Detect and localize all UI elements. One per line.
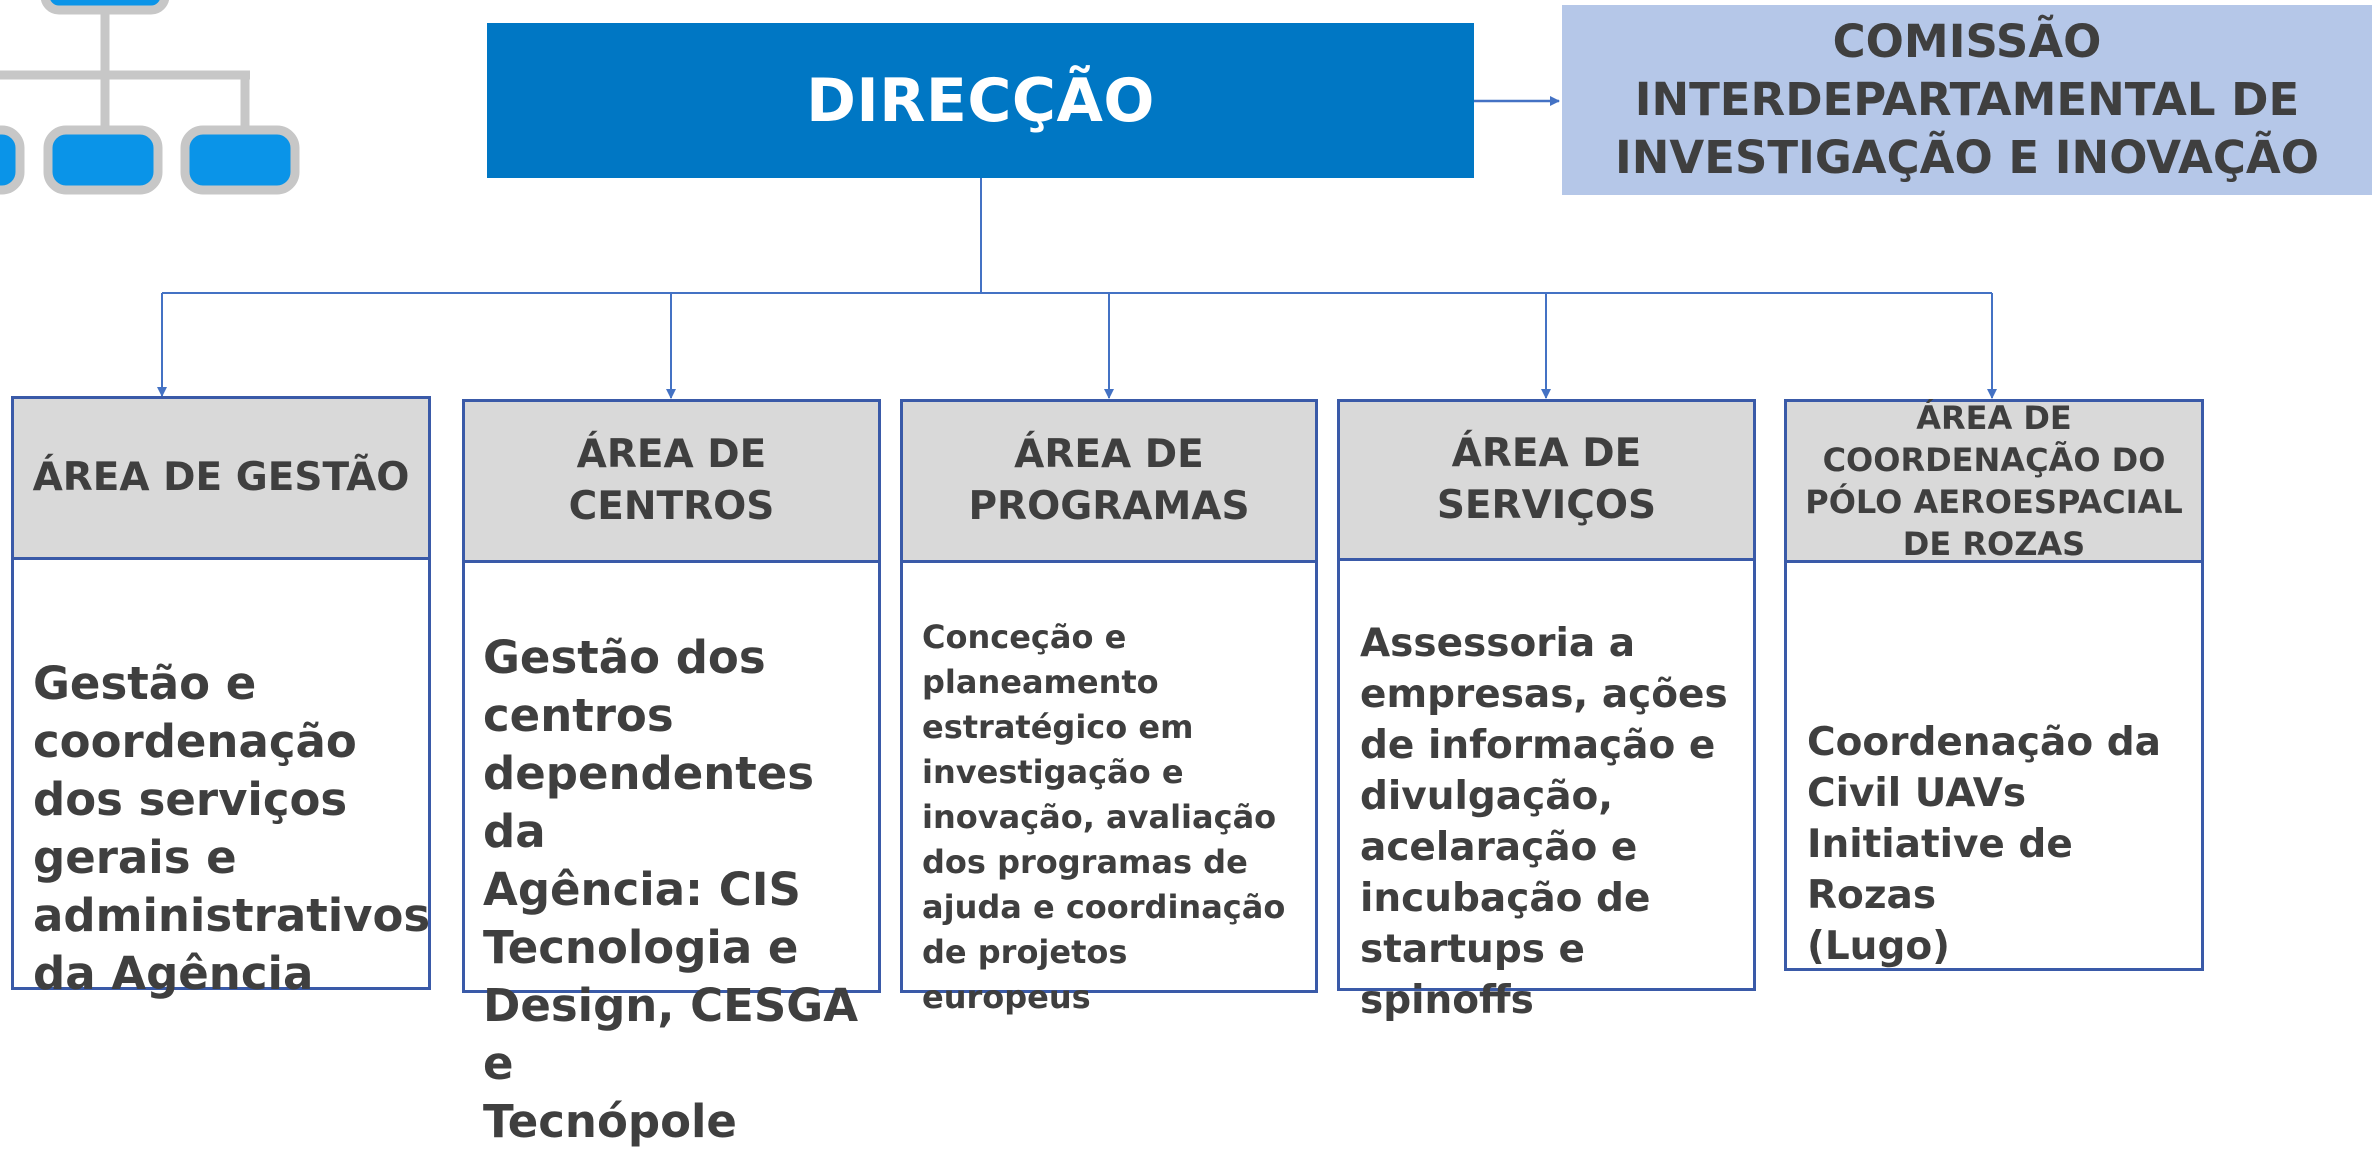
committee-label: COMISSÃO INTERDEPARTAMENTAL DE INVESTIGA… [1615,15,2319,184]
area-title: ÁREA DE PROGRAMAS [968,432,1250,529]
direction-box: DIRECÇÃO [487,23,1474,178]
connector-layer [0,0,1997,399]
area-description: Assessoria a empresas, ações de informaç… [1360,621,1728,1023]
area-description: Gestão e coordenação dos serviços gerais… [33,657,431,1000]
area-title: ÁREA DE COORDENAÇÃO DO PÓLO AEROESPACIAL… [1805,399,2183,563]
area-title: ÁREA DE GESTÃO [32,455,410,500]
area-description: Conceção e planeamento estratégico em in… [922,618,1286,1016]
org-chart-icon [0,0,300,195]
area-title: ÁREA DE SERVIÇOS [1436,431,1657,528]
area-polo-body: Coordenação da Civil UAVs Initiative de … [1784,563,2204,971]
area-title: ÁREA DE CENTROS [568,432,775,529]
area-polo-header: ÁREA DE COORDENAÇÃO DO PÓLO AEROESPACIAL… [1784,399,2204,563]
area-centros-header: ÁREA DE CENTROS [462,399,881,563]
area-servicos-body: Assessoria a empresas, ações de informaç… [1337,561,1756,1023]
area-gestao-header: ÁREA DE GESTÃO [11,396,431,560]
area-description: Gestão dos centros dependentes da Agênci… [483,631,859,1148]
direction-label: DIRECÇÃO [806,65,1155,136]
area-centros-body: Gestão dos centros dependentes da Agênci… [462,563,881,1148]
committee-box: COMISSÃO INTERDEPARTAMENTAL DE INVESTIGA… [1562,5,2372,195]
area-gestao-body: Gestão e coordenação dos serviços gerais… [11,560,431,1000]
area-programas-body: Conceção e planeamento estratégico em in… [900,563,1318,1016]
area-servicos-header: ÁREA DE SERVIÇOS [1337,399,1756,561]
area-programas-header: ÁREA DE PROGRAMAS [900,399,1318,563]
area-description: Coordenação da Civil UAVs Initiative de … [1807,720,2161,969]
